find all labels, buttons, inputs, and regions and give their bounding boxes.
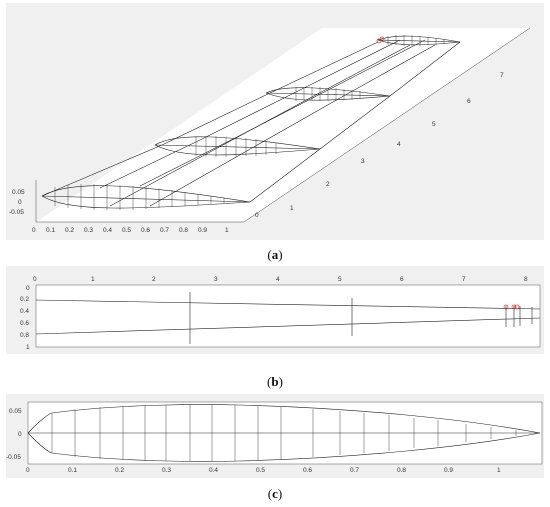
tick-label: 0.8 [20, 332, 29, 339]
tick-label: 7 [462, 276, 466, 283]
tick-label: 0.4 [209, 467, 218, 474]
tick-label: 0.8 [397, 467, 406, 474]
tick-label: 0 [18, 431, 22, 438]
tick-label: 5 [338, 276, 342, 283]
tick-label: 6 [467, 98, 471, 105]
tick-label: 0.7 [160, 227, 169, 234]
panel-a-section-3 [265, 87, 391, 101]
tick-label: 1 [497, 467, 501, 474]
panel-c-mesh-lines [51, 405, 517, 461]
tick-label: 6 [400, 276, 404, 283]
panel-b-marker [511, 304, 517, 310]
tick-label: 0.05 [12, 189, 25, 196]
tick-label: 1 [290, 205, 294, 212]
panel-b-section-stations [189, 292, 533, 344]
panel-b-trailing-edge [35, 317, 541, 335]
panel-b-plot-area [35, 284, 541, 348]
tick-label: 0.4 [103, 227, 112, 234]
caption-c: (c) [267, 486, 283, 501]
panel-b-leading-edge [35, 299, 541, 310]
tick-label: 4 [397, 141, 401, 148]
tick-label: 2 [326, 181, 330, 188]
tick-label: 4 [276, 276, 280, 283]
caption-b: (b) [267, 374, 283, 389]
caption-a: (a) [267, 247, 283, 262]
panel-a-z-tick-labels: 0.05 0 -0.05 [9, 189, 25, 216]
tick-label: 0.8 [179, 227, 188, 234]
tick-label: 0 [32, 227, 36, 234]
panel-a-plot-area [36, 28, 530, 222]
tick-label: 3 [214, 276, 218, 283]
tick-label: 0.9 [444, 467, 453, 474]
tick-label: 0.6 [141, 227, 150, 234]
tick-label: 0.2 [20, 296, 29, 303]
caption-letter: b [271, 374, 279, 389]
panel-a-tip-sections [376, 35, 461, 46]
panel-b-y-tick-labels: 0 0.2 0.4 0.6 0.8 1 [20, 285, 30, 351]
panel-c-y-tick-labels: 0.05 0 -0.05 [6, 408, 22, 461]
tick-label: 0 [255, 212, 259, 219]
caption-letter: a [271, 247, 279, 262]
panel-a-span-lines [41, 39, 461, 207]
tick-label: 5 [432, 121, 436, 128]
tick-label: 0 [18, 199, 22, 206]
tick-label: 1 [225, 227, 229, 234]
tick-label: 0.5 [122, 227, 131, 234]
panel-a-marker [379, 36, 385, 42]
tick-label: 1 [26, 344, 30, 351]
panel-a-section-2 [154, 136, 321, 157]
tick-label: 0.05 [9, 408, 22, 415]
caption-letter: c [272, 486, 278, 501]
panel-b-marker [503, 304, 509, 310]
tick-label: 0 [33, 276, 37, 283]
tick-label: 0.6 [303, 467, 312, 474]
panel-a-depth-tick-labels: 0 1 2 3 4 5 6 7 [255, 72, 504, 219]
tick-label: 3 [361, 158, 365, 165]
panel-a-x-tick-labels: 0 0.1 0.2 0.3 0.4 0.5 0.6 0.7 0.8 0.9 1 [32, 227, 229, 234]
tick-label: -0.05 [9, 209, 24, 216]
tick-label: 0.1 [46, 227, 55, 234]
tick-label: 8 [524, 276, 528, 283]
tick-label: 2 [152, 276, 156, 283]
tick-label: 0.3 [84, 227, 93, 234]
tick-label: 0.7 [350, 467, 359, 474]
panel-b-marker [514, 304, 520, 310]
tick-label: 7 [500, 72, 504, 79]
panel-a-root-section [41, 184, 251, 210]
panel-a-depth-axis [243, 27, 531, 223]
tick-label: 0.5 [256, 467, 265, 474]
panel-b-x-tick-labels: 0 1 2 3 4 5 6 7 8 [33, 276, 528, 283]
tick-label: 0.1 [68, 467, 77, 474]
tick-label: 0 [26, 285, 30, 292]
tick-label: 0.2 [115, 467, 124, 474]
tick-label: 0.3 [162, 467, 171, 474]
tick-label: 0.9 [198, 227, 207, 234]
tick-label: 1 [91, 276, 95, 283]
tick-label: 0.6 [20, 320, 29, 327]
tick-label: 0.2 [65, 227, 74, 234]
panel-c-x-tick-labels: 0 0.1 0.2 0.3 0.4 0.5 0.6 0.7 0.8 0.9 1 [26, 467, 501, 474]
tick-label: 0.4 [20, 308, 29, 315]
tick-label: 0 [26, 467, 30, 474]
tick-label: -0.05 [6, 454, 21, 461]
